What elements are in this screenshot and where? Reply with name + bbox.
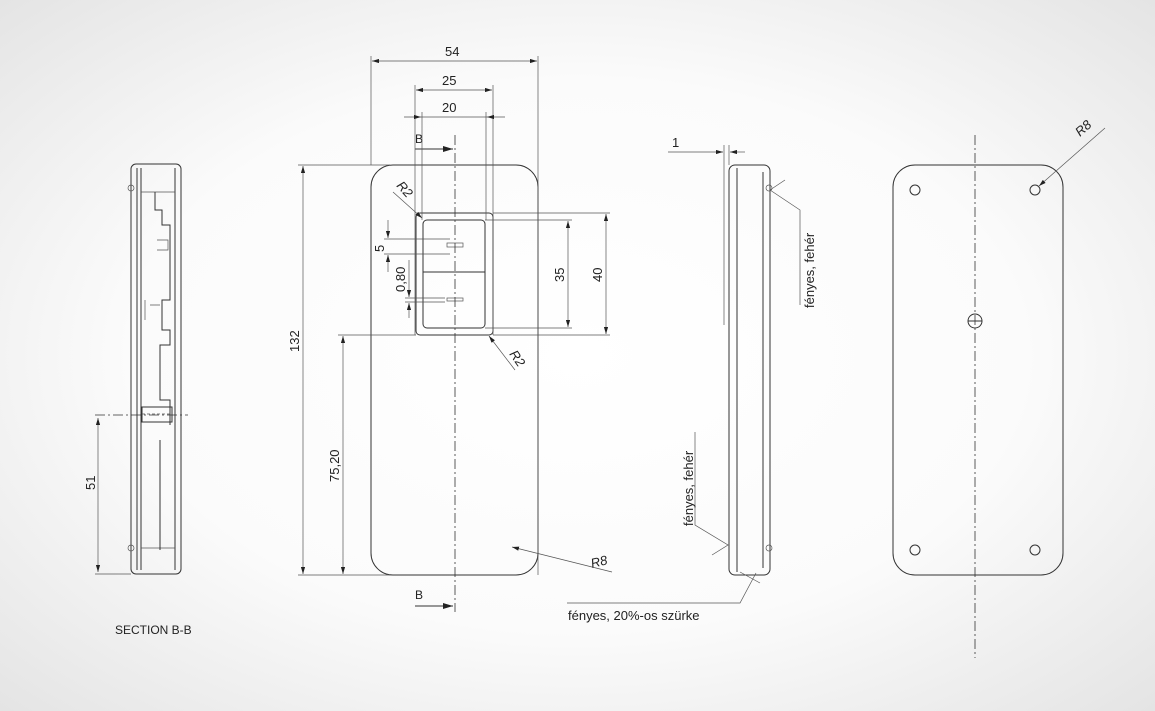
front-view: B B 54 25 20 40 35 5: [287, 44, 613, 612]
dim-overall-height: 132: [287, 330, 302, 352]
mounting-hole: [1029, 544, 1041, 556]
dim-radius-top: R2: [394, 178, 417, 201]
dim-spacing: 5: [372, 245, 387, 252]
mounting-hole: [909, 544, 921, 556]
dim-radius-large: R8: [589, 552, 610, 571]
note-glossy-white-bottom: fényes, fehér: [681, 450, 696, 526]
dim-window-inner-width: 20: [442, 100, 456, 115]
dim-window-outer-height: 40: [590, 268, 605, 282]
section-marker-top: B: [415, 132, 423, 146]
mounting-hole: [909, 184, 921, 196]
dim-overall-width: 54: [445, 44, 459, 59]
section-label: SECTION B-B: [115, 623, 192, 637]
dim-section-height: 51: [83, 476, 98, 490]
section-marker-bottom: B: [415, 588, 423, 602]
note-glossy-gray: fényes, 20%-os szürke: [568, 608, 700, 623]
dim-radius-back: R8: [1072, 116, 1095, 139]
mounting-hole: [1029, 184, 1041, 196]
section-view: 51 SECTION B-B: [83, 163, 192, 637]
dim-window-outer-width: 25: [442, 73, 456, 88]
dim-slot-width: 0,80: [393, 267, 408, 292]
note-glossy-white-top: fényes, fehér: [802, 232, 817, 308]
dim-window-inner-height: 35: [552, 268, 567, 282]
dim-radius-bottom: R2: [507, 347, 529, 370]
side-view: 1 fényes, fehér fényes, fehér fényes, 20…: [567, 135, 817, 623]
back-view: R8: [892, 116, 1106, 658]
dim-side-step: 1: [672, 135, 679, 150]
dim-bottom-offset: 75,20: [327, 449, 342, 482]
